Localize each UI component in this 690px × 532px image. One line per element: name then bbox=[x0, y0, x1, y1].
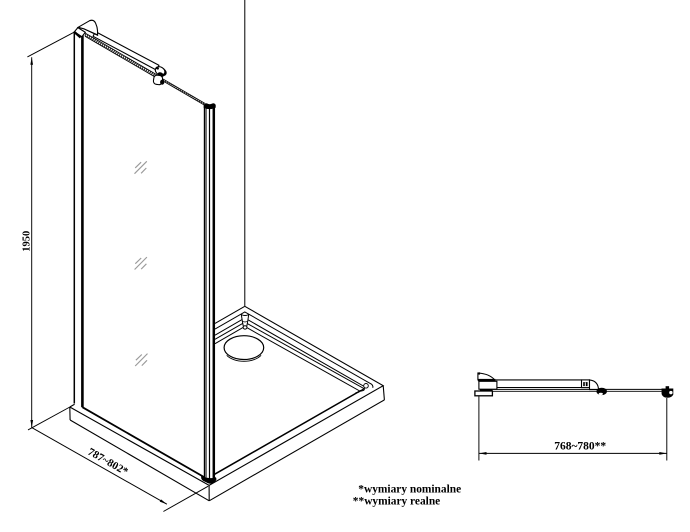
svg-text:*wymiary nominalne: *wymiary nominalne bbox=[358, 483, 461, 495]
svg-text:**wymiary realne: **wymiary realne bbox=[353, 495, 440, 507]
svg-text:1950: 1950 bbox=[22, 231, 33, 252]
svg-text:768~780**: 768~780** bbox=[554, 441, 606, 453]
